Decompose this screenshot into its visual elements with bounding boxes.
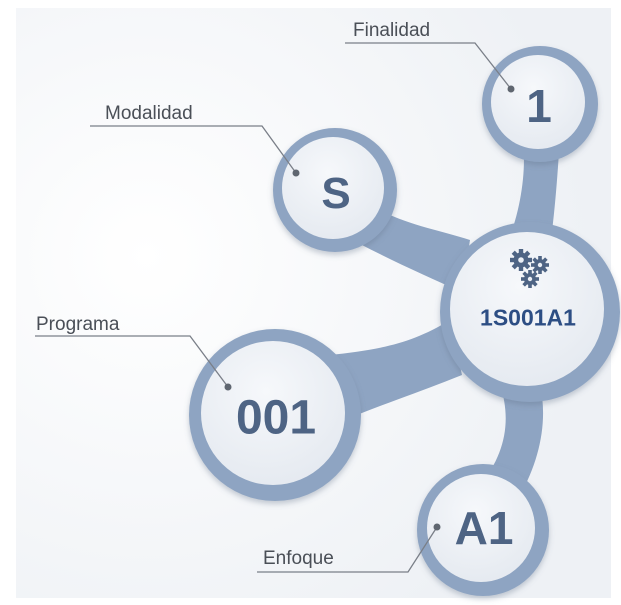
- gears-icon: [510, 249, 549, 288]
- value-modalidad: S: [321, 169, 351, 218]
- leader-dot-programa: [224, 383, 232, 391]
- leader-line-finalidad: [345, 42, 512, 90]
- label-enfoque: Enfoque: [263, 548, 334, 569]
- leader-line-modalidad: [90, 125, 297, 174]
- value-enfoque: A1: [454, 502, 514, 554]
- label-finalidad: Finalidad: [353, 20, 431, 41]
- leader-lines: [35, 42, 512, 573]
- value-finalidad: 1: [526, 80, 552, 132]
- leader-line-programa: [35, 335, 229, 388]
- leader-dots: [224, 85, 515, 531]
- node-center: [440, 222, 620, 402]
- node-modalidad: [273, 128, 397, 252]
- node-programa: [189, 329, 361, 501]
- leader-dot-modalidad: [292, 169, 300, 177]
- connector-modalidad: [360, 205, 470, 292]
- label-modalidad: Modalidad: [105, 103, 193, 124]
- leader-dot-finalidad: [507, 85, 515, 93]
- value-programa: 001: [235, 391, 317, 445]
- leader-dot-enfoque: [433, 523, 441, 531]
- connector-programa: [330, 320, 462, 420]
- value-center: 1S001A1: [480, 304, 576, 331]
- node-enfoque: [417, 464, 549, 596]
- node-finalidad: [482, 46, 598, 162]
- leader-line-enfoque: [257, 526, 438, 573]
- label-programa: Programa: [36, 314, 120, 335]
